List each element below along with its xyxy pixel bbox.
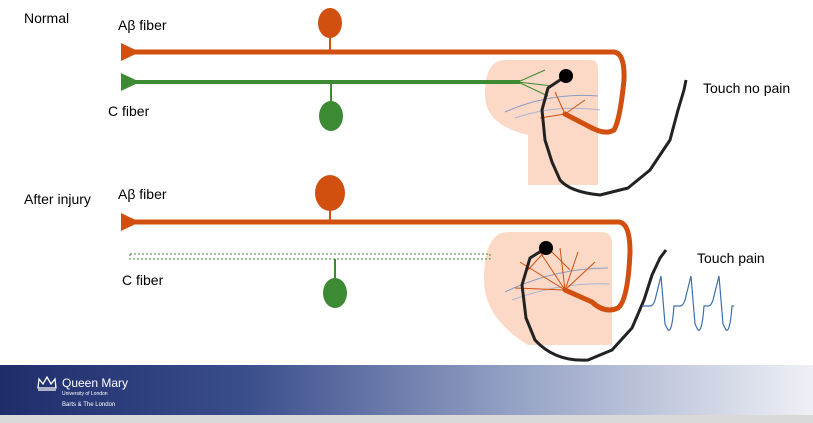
normal-abeta-branch-2 [554,91,566,115]
normal-abeta-arrowhead [121,43,140,61]
injury-abeta-terminal [562,219,633,313]
footer-banner: Queen Mary University of London Barts & … [0,365,813,415]
normal-c-cell-body [319,101,343,131]
normal-skin-region [485,60,598,185]
normal-c-branch-2 [517,81,553,87]
injury-skin-region [484,232,612,345]
injury-abeta-arrowhead [121,213,140,231]
normal-skin-line-1 [504,94,599,113]
normal-c-arrowhead [121,73,140,91]
footer-strip [0,415,813,423]
normal-abeta-terminal [562,49,627,135]
injury-c-cell-body [323,278,347,308]
normal-skin-line-2 [514,107,601,119]
normal-section-label: Normal [24,10,70,26]
injury-sprout-2 [539,251,566,291]
logo-subtitle: University of London [62,391,108,397]
injury-section-label: After injury [24,191,91,207]
normal-nerve-ending-dot [559,69,573,83]
injury-result-label: Touch pain [697,250,765,266]
normal-c-branch-1 [517,69,546,83]
normal-c-branch-3 [517,81,549,97]
injury-nerve-ending-dot [539,241,553,255]
crown-logo-icon [37,375,57,391]
normal-black-nerve [540,74,688,197]
injury-c-axon-degenerated [129,253,491,260]
normal-result-label: Touch no pain [703,80,791,96]
logo-subtitle-2: Barts & The London [62,402,116,408]
nerve-fiber-diagram [121,8,734,362]
normal-abeta-label: Aβ fiber [118,17,167,33]
injury-skin-line-1 [504,267,609,293]
injury-c-label: C fiber [122,272,164,288]
injury-abeta-label: Aβ fiber [118,186,167,202]
normal-abeta-cell-body [318,8,342,38]
injury-sprout-4 [564,251,579,291]
injury-abeta-cell-body [315,175,345,211]
normal-c-label: C fiber [108,103,150,119]
injury-sprout-3 [559,247,566,291]
normal-abeta-branch-3 [564,99,586,115]
injury-sprout-5 [564,261,596,291]
injury-black-nerve [520,246,668,362]
action-potential-trace [642,275,734,331]
logo-name: Queen Mary [62,376,129,390]
